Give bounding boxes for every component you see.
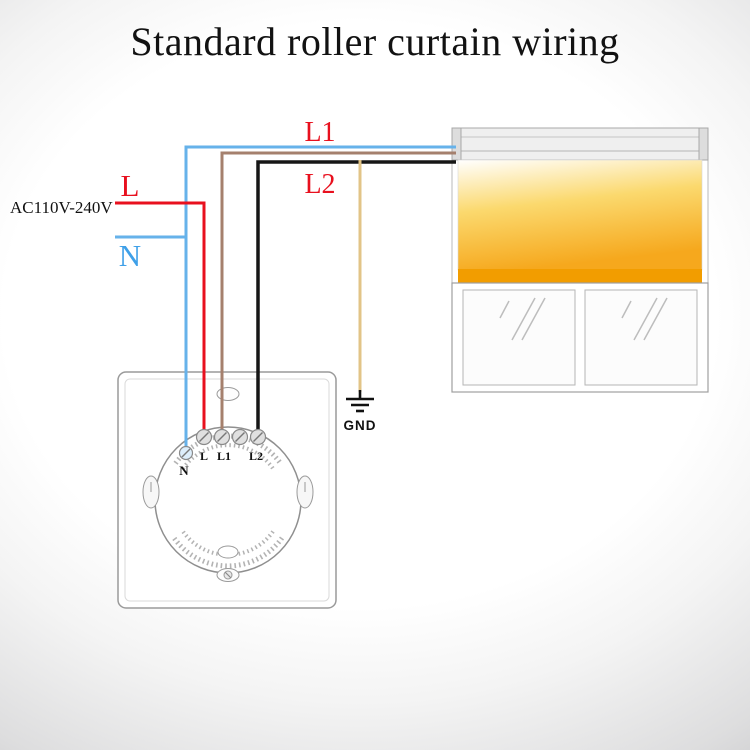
l2-wire-label: L2 bbox=[304, 169, 335, 200]
roller-end-cap-left bbox=[451, 127, 462, 161]
supply-voltage-label: AC110V-240V bbox=[10, 198, 113, 217]
live-label: L bbox=[121, 168, 140, 203]
terminal-label-l2: L2 bbox=[249, 449, 263, 463]
switch-terminals bbox=[178, 428, 267, 461]
diagram-title: Standard roller curtain wiring bbox=[130, 19, 620, 64]
ground-symbol-icon bbox=[346, 390, 374, 413]
module-bottom-notch bbox=[217, 545, 239, 559]
ground-label: GND bbox=[344, 418, 377, 433]
live-wire bbox=[115, 201, 206, 437]
glass-reflection-right bbox=[621, 297, 668, 341]
curtain-shade bbox=[457, 159, 703, 271]
curtain-header-bar bbox=[451, 127, 709, 161]
wall-switch bbox=[117, 371, 337, 609]
window-pane-left bbox=[462, 289, 576, 386]
plate-bottom-slot bbox=[216, 568, 240, 582]
neutral-label: N bbox=[119, 238, 141, 273]
roller-curtain bbox=[451, 127, 709, 393]
curtain-hem-bar bbox=[458, 269, 702, 283]
window bbox=[451, 282, 709, 393]
terminal-label-l1: L1 bbox=[217, 449, 231, 463]
l2-wire bbox=[256, 160, 456, 437]
neutral-wire bbox=[115, 145, 456, 453]
l1-wire bbox=[220, 151, 456, 437]
switch-plate-inner-line bbox=[124, 378, 330, 602]
terminal-label-n: N bbox=[179, 463, 189, 478]
terminal-label-l: L bbox=[200, 449, 208, 463]
window-pane-right bbox=[584, 289, 698, 386]
plate-top-slot bbox=[216, 387, 240, 401]
l1-wire-label: L1 bbox=[304, 117, 335, 148]
roller-end-cap-right bbox=[698, 127, 709, 161]
mounting-ears bbox=[142, 475, 314, 509]
glass-reflection-left bbox=[499, 297, 546, 341]
